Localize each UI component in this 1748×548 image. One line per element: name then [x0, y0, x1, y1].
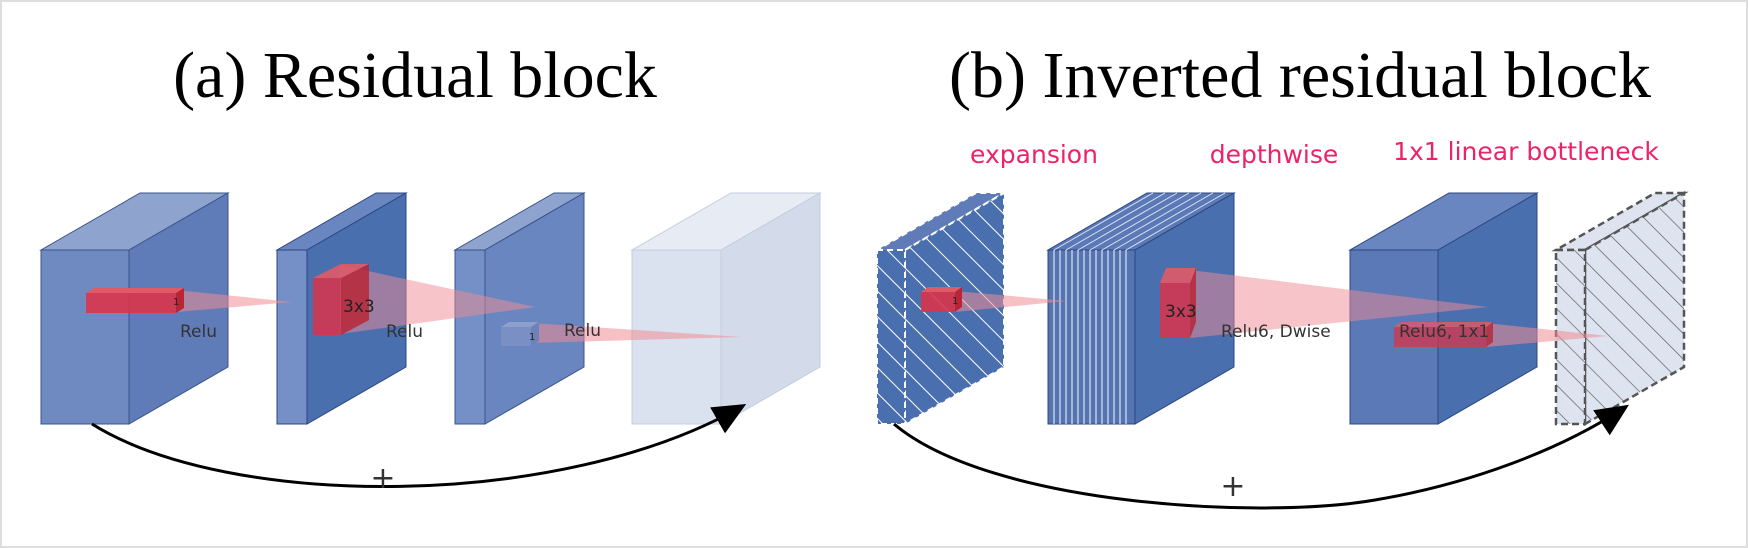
kernel-label-3x3-a2: 3x3	[343, 297, 375, 317]
op-label-relu-2: Relu	[386, 322, 423, 342]
op-label-relu6-1x1: Relu6, 1x1	[1399, 322, 1489, 342]
projection-beam-b1	[955, 291, 1067, 312]
kernel-1x1-b3	[1394, 322, 1493, 347]
skip-connection-arrow-b	[893, 404, 1630, 510]
kernel-3x3-b2	[1160, 268, 1196, 338]
kernel-1x1-a1	[86, 288, 184, 313]
kernel-label-1-a1: 1	[173, 297, 179, 308]
label-linear-bottleneck: 1x1 linear bottleneck	[1393, 137, 1659, 166]
projection-beam-a2	[340, 265, 535, 334]
projection-beam-a3	[530, 323, 742, 343]
kernel-label-1-b1: 1	[952, 296, 958, 307]
bottleneck-output-tensor	[1551, 190, 1689, 427]
expansion-tensor	[1046, 192, 1236, 425]
projection-beam-a1	[176, 290, 292, 312]
kernel-1x1-b1	[921, 287, 962, 312]
title-residual-block: (a) Residual block	[173, 39, 657, 112]
skip-add-symbol-b: +	[1220, 469, 1245, 504]
projection-beam-b2	[1190, 270, 1488, 338]
kernel-label-3x3-b2: 3x3	[1165, 302, 1197, 322]
residual-conv-tensor-2	[453, 192, 586, 425]
op-label-relu6-dwise: Relu6, Dwise	[1221, 322, 1331, 342]
op-label-relu-1: Relu	[180, 322, 217, 342]
kernel-1x1-a3	[501, 322, 539, 346]
skip-add-symbol-a: +	[370, 461, 395, 496]
projection-beam-b3	[1486, 323, 1608, 347]
kernel-3x3-a2	[313, 264, 369, 335]
label-depthwise: depthwise	[1210, 140, 1339, 169]
label-expansion: expansion	[970, 140, 1098, 169]
skip-connection-arrow-a	[91, 404, 747, 489]
kernel-label-1-a3: 1	[529, 332, 535, 343]
title-inverted-residual-block: (b) Inverted residual block	[949, 39, 1651, 112]
op-label-relu-3: Relu	[564, 321, 601, 341]
residual-output-tensor	[630, 192, 822, 425]
